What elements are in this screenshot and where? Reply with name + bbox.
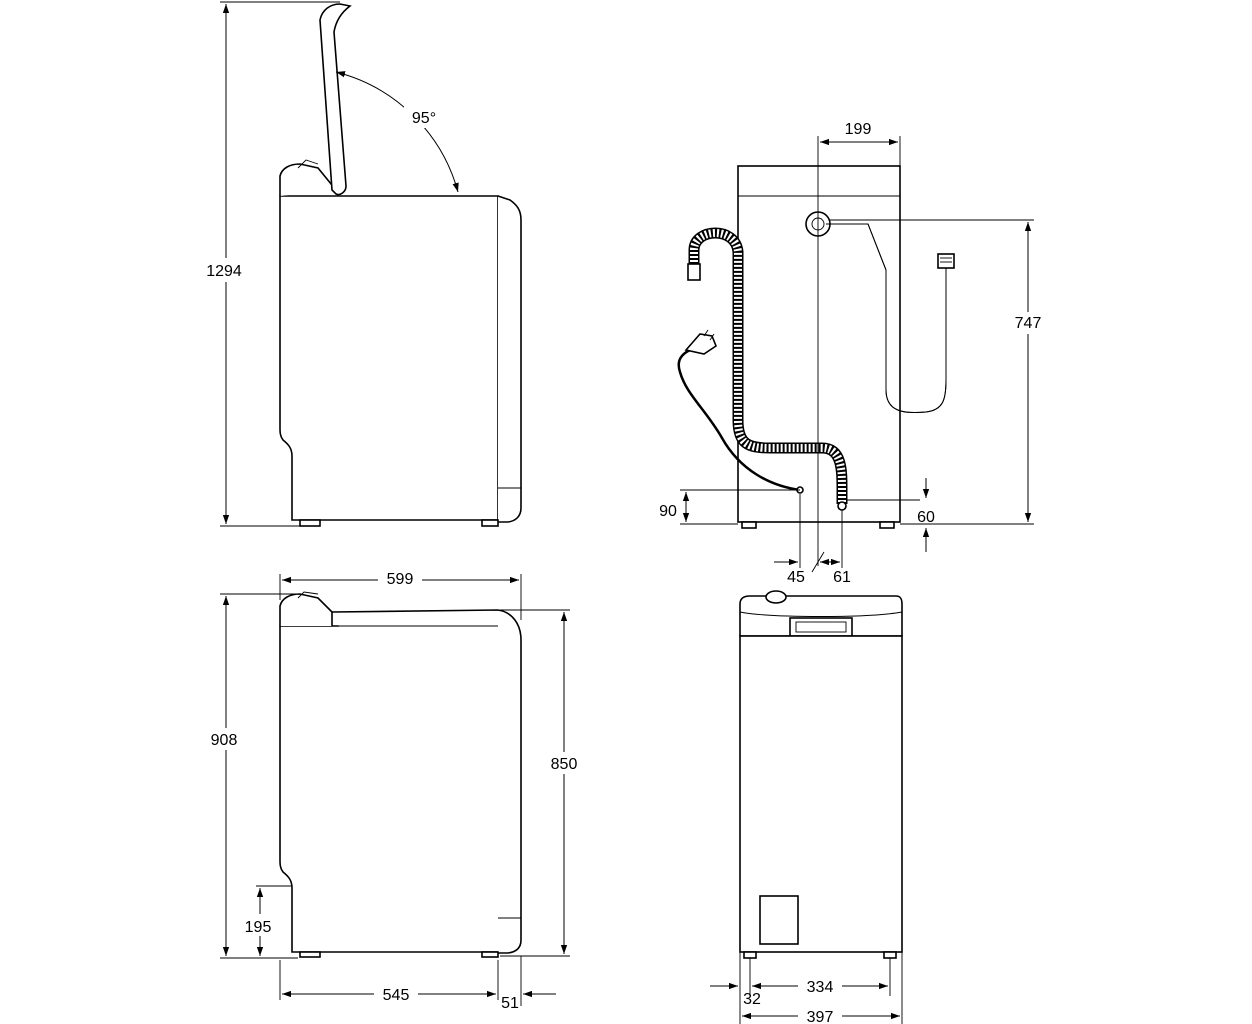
label-cable-height: 90 xyxy=(659,503,677,520)
back-view: 199 747 90 60 45 61 xyxy=(659,121,1050,586)
label-feet-inset: 32 xyxy=(743,991,761,1008)
open-lid xyxy=(319,3,352,196)
filter-flap xyxy=(759,895,799,945)
label-inlet-height: 747 xyxy=(1015,315,1042,332)
label-height-open: 1294 xyxy=(206,263,242,280)
power-plug xyxy=(684,333,717,355)
label-drain-height: 60 xyxy=(917,509,935,526)
label-inlet-offset: 199 xyxy=(845,121,872,138)
label-recess-height: 195 xyxy=(245,919,272,936)
label-depth-overall: 599 xyxy=(387,571,414,588)
lid-open-side-view: 1294 95° xyxy=(200,1,522,527)
label-height-body: 850 xyxy=(551,756,578,773)
front-view: 32 334 397 xyxy=(710,590,903,1024)
program-knob xyxy=(765,590,787,604)
label-depth-body: 545 xyxy=(383,987,410,1004)
label-drain-offset: 61 xyxy=(833,569,851,586)
label-width: 397 xyxy=(807,1009,834,1024)
label-cable-offset: 45 xyxy=(787,569,805,586)
side-view-closed: 599 908 850 195 545 51 xyxy=(204,568,586,1012)
control-display xyxy=(789,617,853,637)
label-rear-offset: 51 xyxy=(501,995,519,1012)
label-feet-spacing: 334 xyxy=(807,979,834,996)
label-height-with-panel: 908 xyxy=(211,732,238,749)
lid-angle-arc xyxy=(335,71,459,193)
machine-body-side xyxy=(279,195,499,521)
power-cable xyxy=(677,348,801,492)
label-lid-angle: 95° xyxy=(412,110,436,127)
